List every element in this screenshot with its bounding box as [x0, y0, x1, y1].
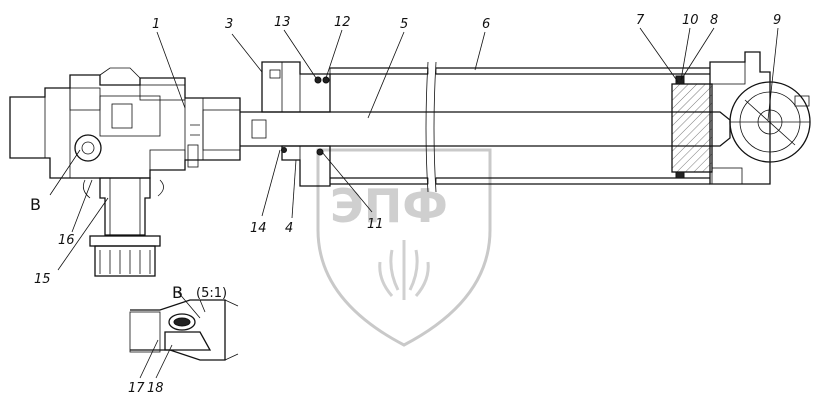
- callout-12: 12: [334, 15, 351, 30]
- callout-9: 9: [773, 13, 781, 28]
- callout-5: 5: [400, 17, 408, 32]
- callout-4: 4: [285, 221, 293, 236]
- piston: [671, 75, 731, 179]
- left-housing: [9, 67, 241, 179]
- piston-rod: [240, 111, 680, 147]
- detail-marker-b: B: [30, 195, 41, 214]
- callout-13: 13: [274, 15, 291, 30]
- detail-b-view: [129, 299, 239, 361]
- callout-16: 16: [58, 233, 75, 248]
- callout-1: 1: [152, 17, 160, 32]
- callout-15: 15: [34, 272, 51, 287]
- watermark-text: ЭПФ: [330, 179, 448, 233]
- callout-11: 11: [367, 217, 384, 232]
- watermark-logo: ЭПФ: [316, 148, 492, 347]
- cylinder-head: [261, 61, 331, 187]
- callout-7: 7: [636, 13, 645, 28]
- detail-scale: (5:1): [196, 286, 227, 301]
- callout-18: 18: [147, 381, 164, 396]
- callout-14: 14: [250, 221, 267, 236]
- callout-3: 3: [225, 17, 233, 32]
- callout-10: 10: [682, 13, 699, 28]
- cylinder-tube: [329, 61, 711, 193]
- rear-cap: [709, 51, 811, 185]
- leader-lines: [49, 27, 779, 379]
- valve-housing: [82, 177, 164, 277]
- callout-labels: 1 3 13 12 5 6 7 10 8 9 14 4 11 16 15 17 …: [30, 13, 781, 396]
- detail-title-b: B: [172, 283, 183, 302]
- callout-8: 8: [710, 13, 718, 28]
- callout-6: 6: [482, 17, 490, 32]
- callout-17: 17: [128, 381, 145, 396]
